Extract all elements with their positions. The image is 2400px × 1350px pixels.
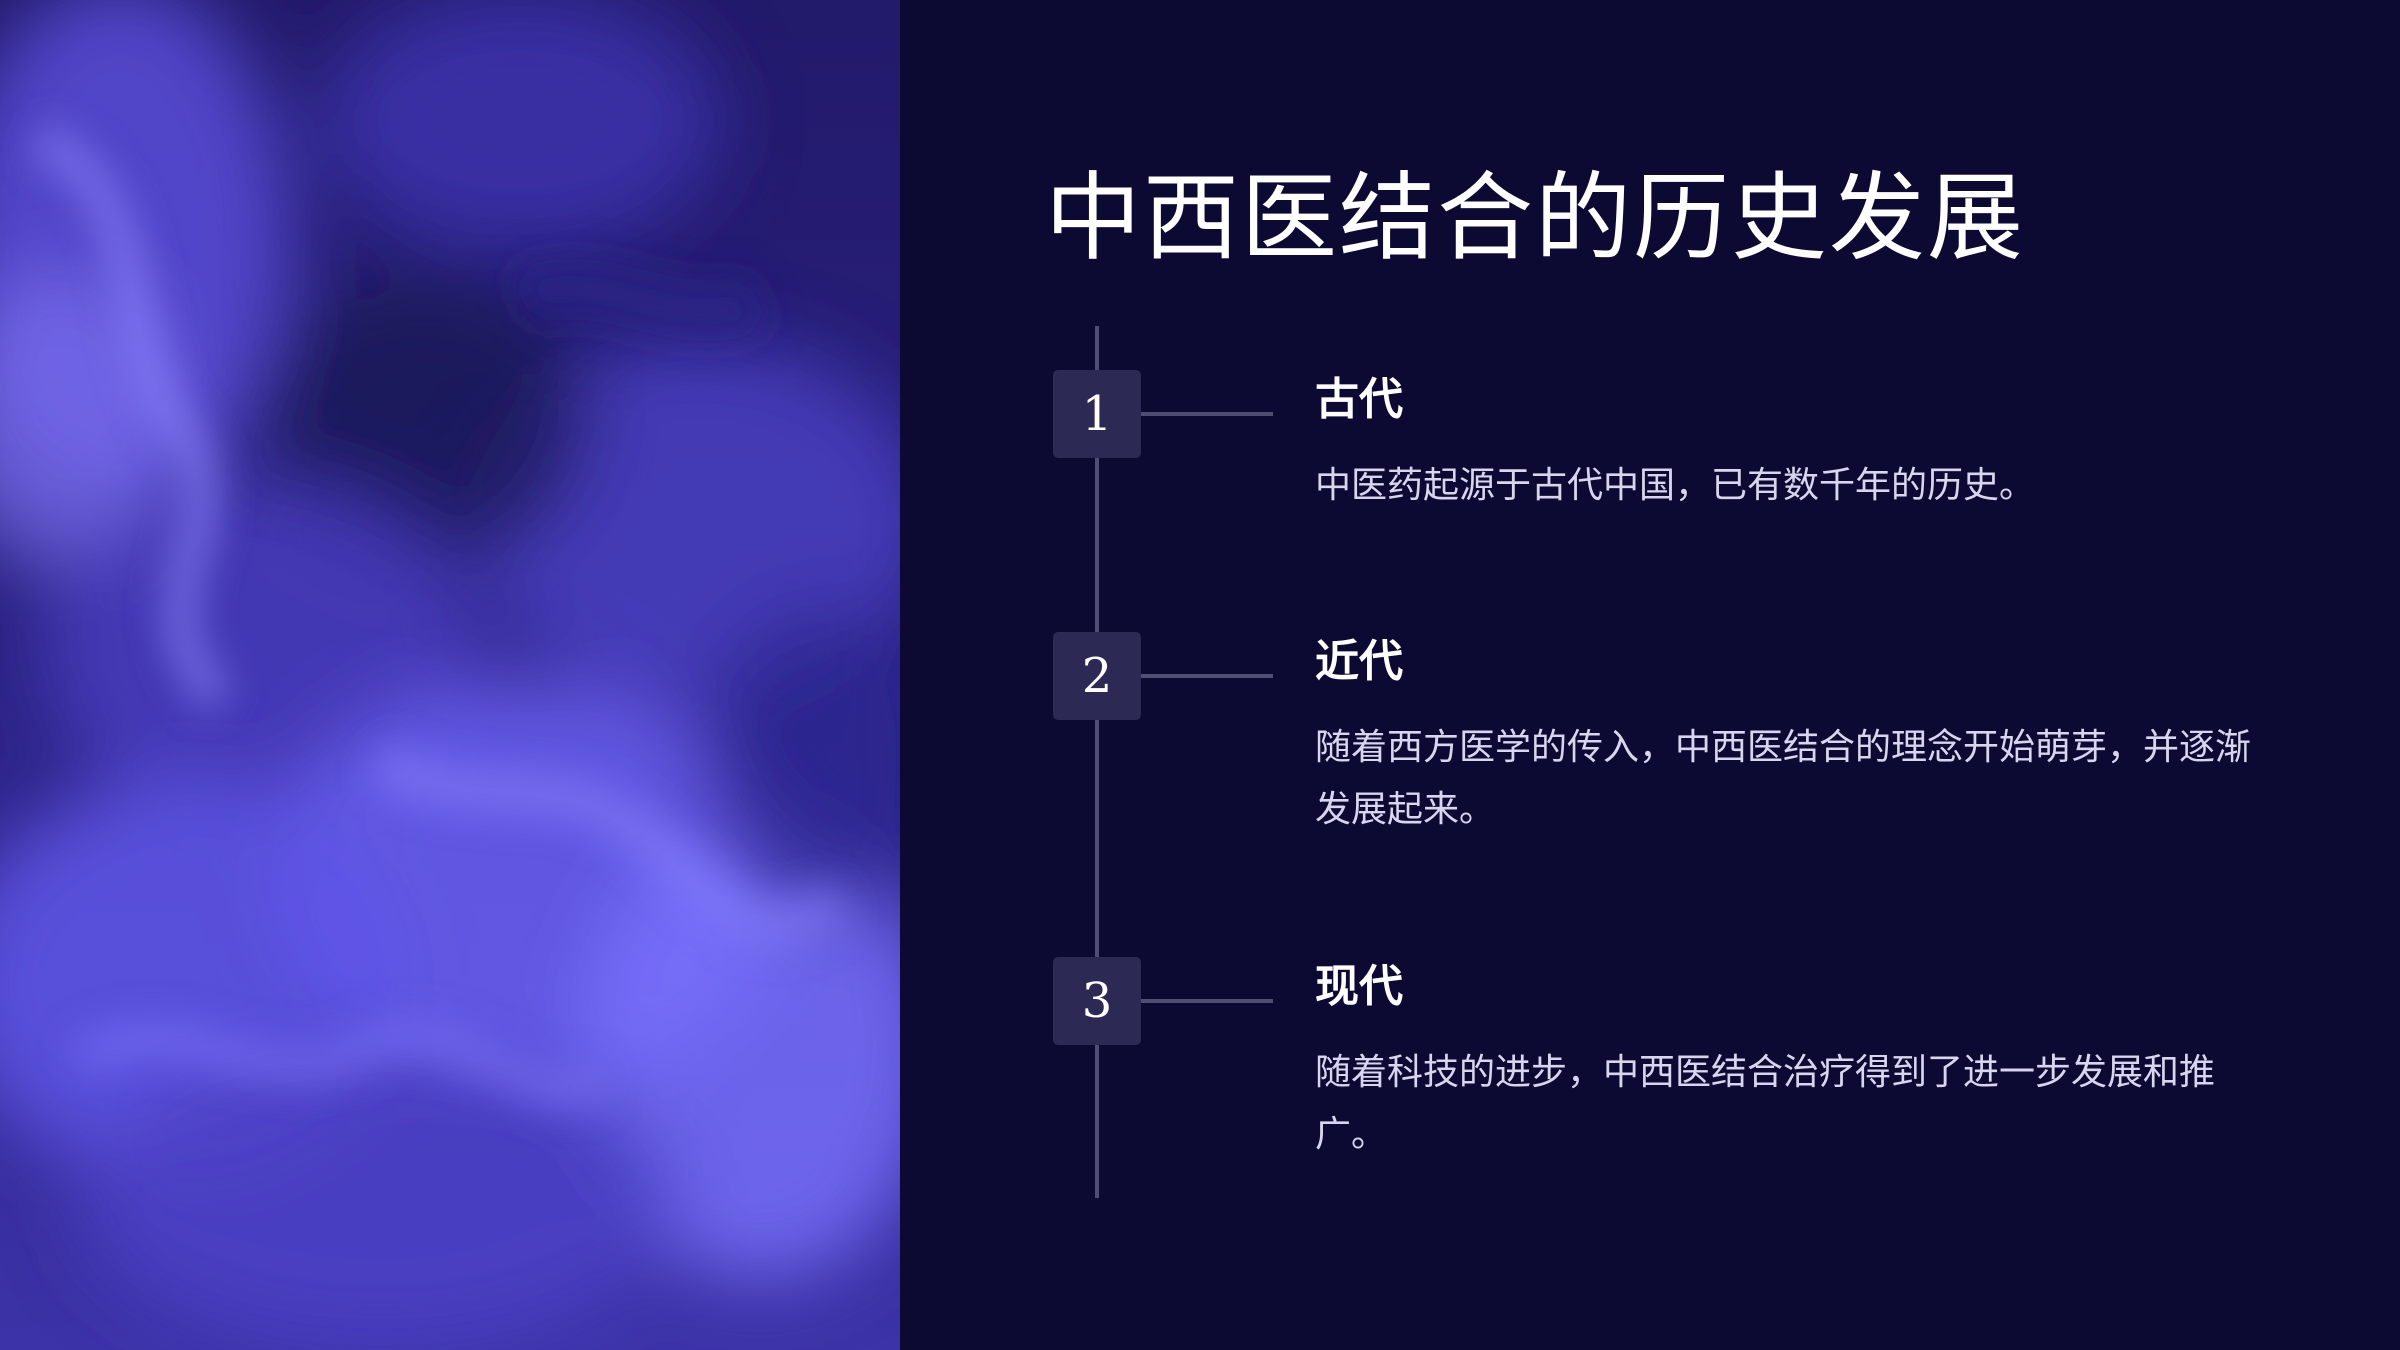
slide-title: 中西医结合的历史发展 xyxy=(1045,162,2025,274)
smoke-background-image xyxy=(0,0,900,1350)
step-description: 随着西方医学的传入，中西医结合的理念开始萌芽，并逐渐发展起来。 xyxy=(1315,727,2252,830)
step-description: 随着科技的进步，中西医结合治疗得到了进一步发展和推广。 xyxy=(1315,1052,2216,1155)
step-heading: 近代 xyxy=(1315,636,1403,687)
step-heading: 现代 xyxy=(1315,961,1403,1012)
timeline-line xyxy=(1095,326,1099,1198)
step-number-badge: 1 xyxy=(1053,370,1141,458)
step-connector xyxy=(1141,999,1273,1003)
step-number-badge: 3 xyxy=(1053,957,1141,1045)
content-panel: 中西医结合的历史发展 1 古代 中医药起源于古代中国，已有数千年的历史。 2 近… xyxy=(900,0,2400,1350)
step-connector xyxy=(1141,412,1273,416)
step-number-badge: 2 xyxy=(1053,632,1141,720)
step-connector xyxy=(1141,674,1273,678)
smoke-art xyxy=(0,0,900,1350)
step-description: 中医药起源于古代中国，已有数千年的历史。 xyxy=(1315,465,2036,506)
step-heading: 古代 xyxy=(1315,374,1403,425)
